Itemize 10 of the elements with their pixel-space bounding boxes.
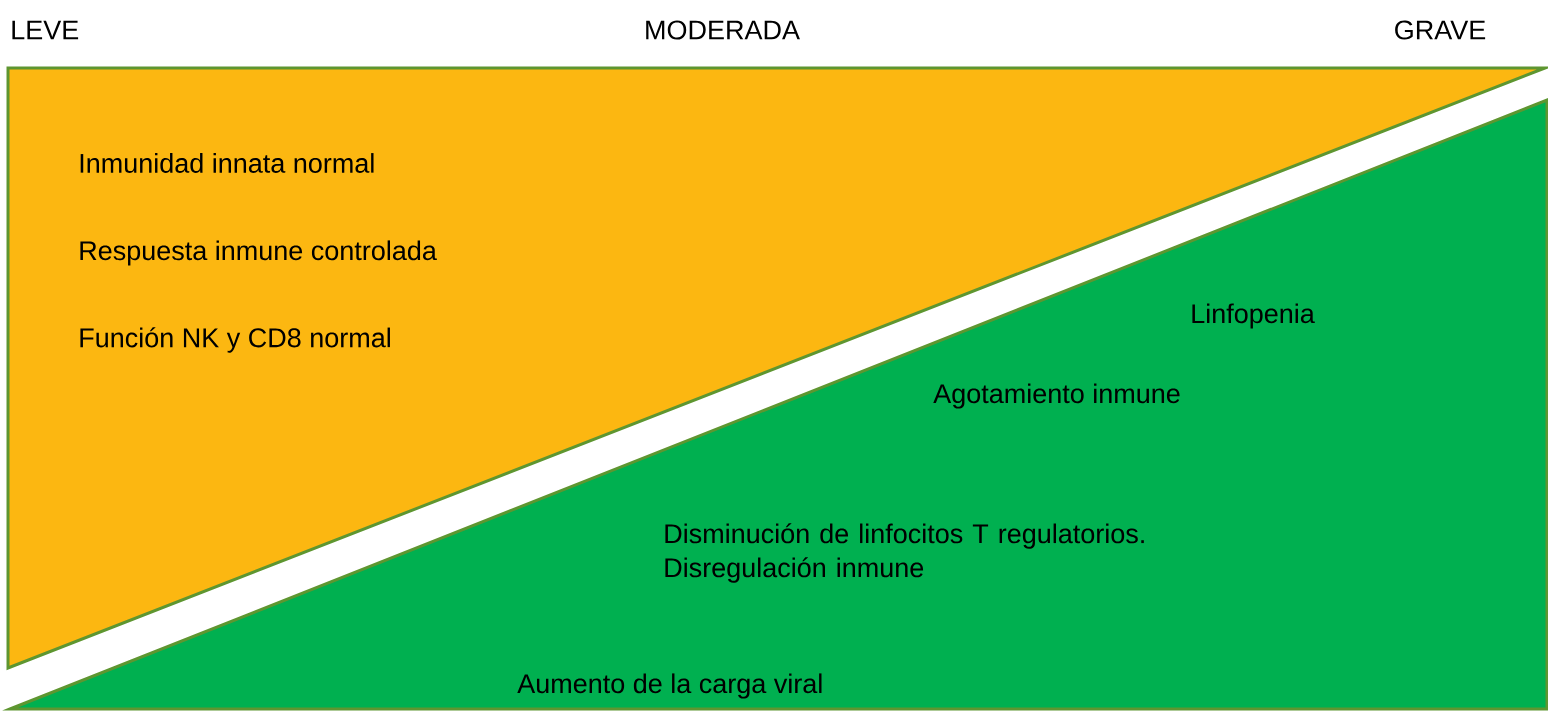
severity-label: GRAVE — [1395, 20, 1486, 40]
body-text: Inmunidad innata normal — [80, 153, 374, 173]
body-text: Aumento de la carga viral — [517, 673, 822, 699]
body-text: Respuesta inmune controlada — [80, 240, 437, 266]
body-text: Función NK y CD8 normal — [80, 327, 390, 353]
body-text: Linfopenia — [1192, 303, 1315, 329]
severity-label: LEVE — [12, 20, 79, 40]
body-text: Agotamiento inmune — [933, 383, 1180, 409]
body-text: Disminución de linfocitos T regulatorios. Disregulación inmune — [665, 523, 1144, 583]
severity-label: MODERADA — [646, 20, 800, 40]
